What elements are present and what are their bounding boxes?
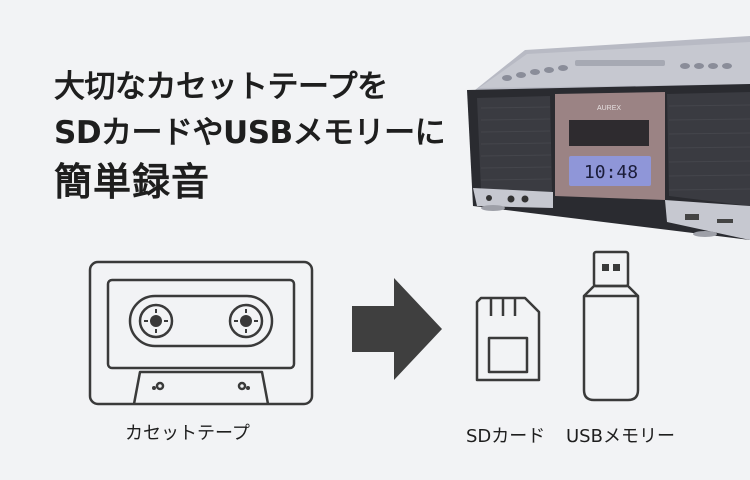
sd-card-icon — [475, 296, 541, 382]
cd-radio-cassette-player: AUREX 10:48 — [467, 36, 750, 240]
arrow-right-icon — [352, 278, 442, 380]
brand-logo: AUREX — [597, 105, 621, 112]
cassette-caption: カセットテープ — [125, 423, 250, 444]
usb-memory-caption: USBメモリー — [566, 426, 675, 447]
usb-memory-icon — [582, 250, 640, 402]
headline-line-2: SDカードやUSBメモリーに — [54, 115, 446, 151]
sd-card-caption: SDカード — [466, 426, 546, 447]
headline-line-1: 大切なカセットテープを — [54, 69, 388, 105]
headline-line-3: 簡単録音 — [54, 160, 211, 204]
cassette-tape-icon — [88, 260, 314, 406]
lcd-display: 10:48 — [584, 162, 638, 183]
headline: 大切なカセットテープを SDカードやUSBメモリーに 簡単録音 — [54, 64, 446, 206]
